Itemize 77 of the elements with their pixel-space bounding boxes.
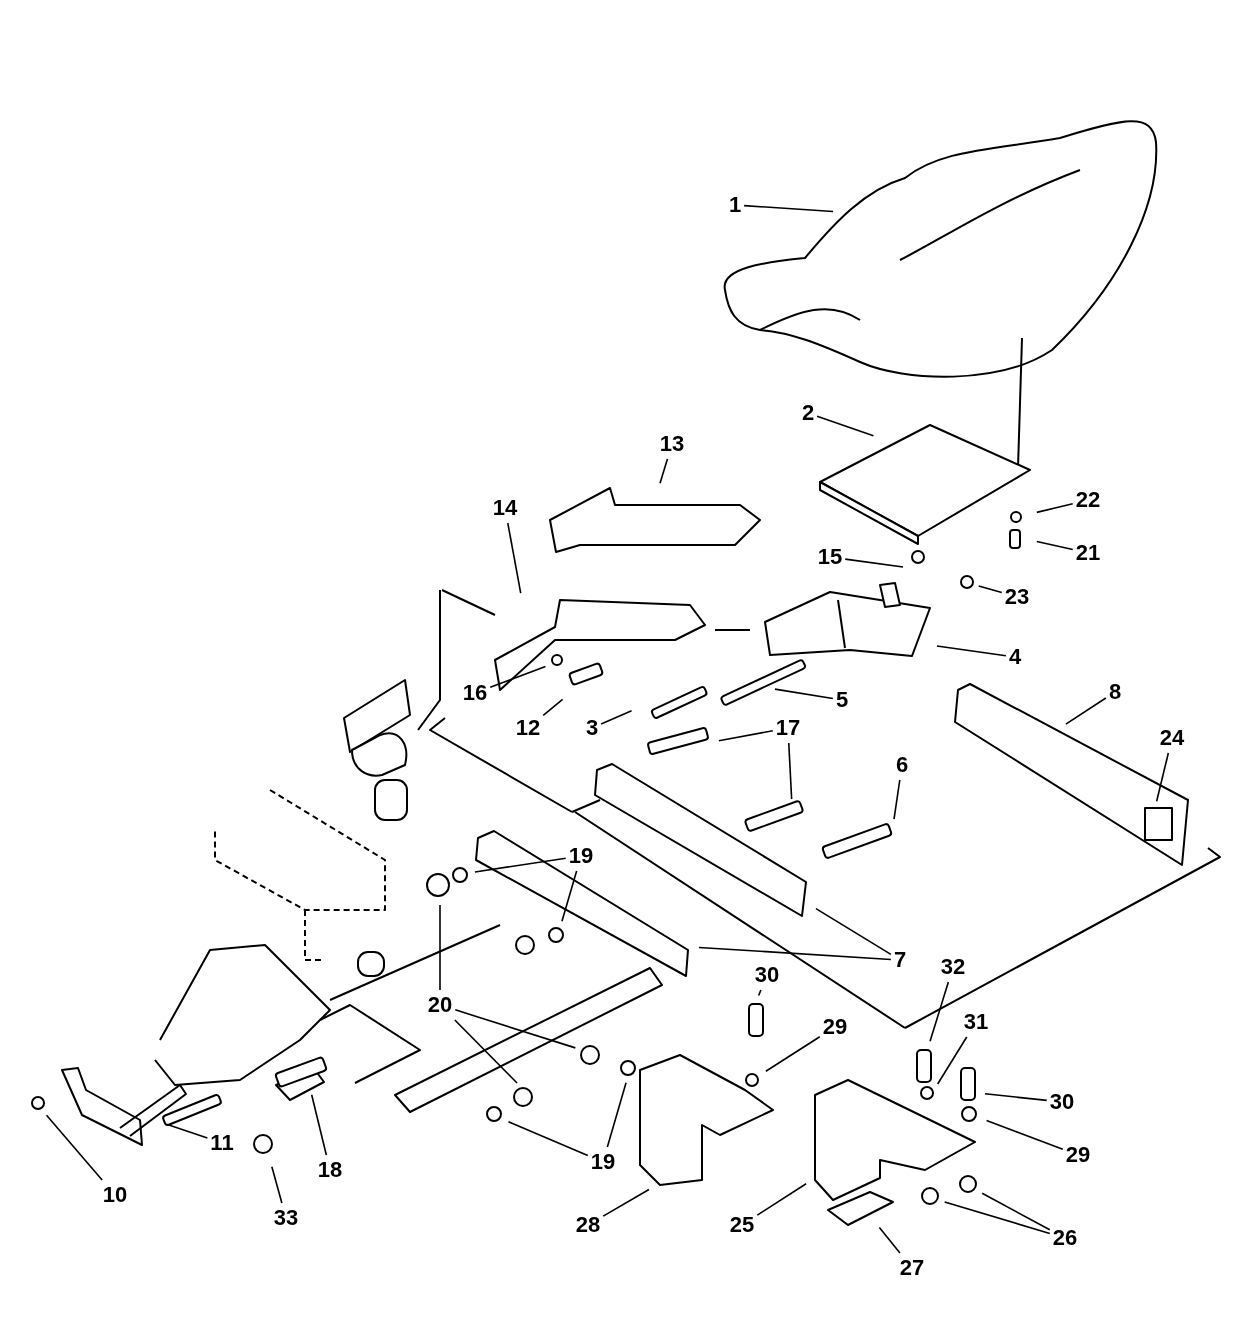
callout-number: 30: [1049, 1090, 1075, 1114]
callout-number: 13: [659, 432, 685, 456]
callout-number: 19: [590, 1150, 616, 1174]
callout-number: 20: [427, 993, 453, 1017]
callout-number: 18: [317, 1158, 343, 1182]
callout-number: 2: [801, 401, 815, 425]
callout-number: 29: [822, 1015, 848, 1039]
leader-line: [985, 1119, 1064, 1151]
leader-line: [271, 1165, 283, 1204]
callout-number: 32: [940, 955, 966, 979]
leader-line: [878, 1226, 901, 1254]
leader-line: [816, 415, 875, 437]
callout-number: 6: [895, 753, 909, 777]
leader-line: [542, 698, 564, 717]
leader-line: [981, 1192, 1051, 1231]
leader-line: [310, 1094, 328, 1156]
leader-line: [765, 1035, 821, 1073]
callout-number: 14: [492, 496, 518, 520]
callout-number: 11: [210, 1131, 234, 1155]
callout-number: 33: [273, 1206, 299, 1230]
leader-line: [439, 904, 441, 991]
leader-line: [561, 870, 578, 923]
callout-number: 23: [1004, 585, 1030, 609]
callout-number: 7: [893, 948, 907, 972]
callout-number: 29: [1065, 1143, 1091, 1167]
leader-line: [1036, 540, 1074, 551]
leader-line: [45, 1114, 103, 1181]
callout-number: 8: [1108, 680, 1122, 704]
callout-number: 16: [462, 681, 488, 705]
leader-line: [815, 907, 892, 956]
callout-number: 21: [1075, 541, 1101, 565]
callout-number: 30: [754, 963, 780, 987]
callout-number: 5: [835, 688, 849, 712]
callout-number: 19: [568, 844, 594, 868]
leader-line: [1155, 752, 1170, 802]
callout-number: 15: [817, 545, 843, 569]
leader-line: [943, 1201, 1051, 1235]
leader-line: [1036, 502, 1074, 514]
leader-line: [454, 1009, 577, 1049]
callout-number: 26: [1052, 1226, 1078, 1250]
leader-line: [984, 1092, 1048, 1102]
leader-line: [659, 458, 669, 485]
leader-line: [718, 730, 774, 742]
leader-line: [600, 710, 633, 725]
leader-line: [606, 1081, 627, 1148]
leader-line: [977, 585, 1003, 594]
leader-line: [756, 1183, 807, 1216]
leader-line: [1065, 697, 1107, 725]
leader-line: [743, 204, 834, 213]
leader-line: [787, 742, 793, 800]
leader-line: [757, 989, 762, 997]
leader-line: [844, 558, 904, 568]
callout-number: 1: [728, 193, 742, 217]
leader-line: [936, 1036, 968, 1085]
leader-line: [165, 1123, 209, 1139]
callout-number: 22: [1075, 488, 1101, 512]
callout-number: 31: [963, 1010, 989, 1034]
leader-line: [936, 645, 1007, 657]
leader-line: [506, 522, 522, 594]
callout-number: 4: [1008, 645, 1022, 669]
callout-number: 25: [729, 1213, 755, 1237]
callout-number: 12: [515, 716, 541, 740]
callout-number: 24: [1159, 726, 1185, 750]
callout-number: 10: [102, 1183, 128, 1207]
leader-line: [602, 1188, 650, 1217]
leader-line: [489, 665, 547, 689]
callout-number: 28: [575, 1213, 601, 1237]
leader-line: [507, 1120, 589, 1157]
leader-line: [774, 688, 834, 700]
callout-number: 27: [899, 1256, 925, 1280]
leader-line: [893, 779, 901, 820]
callout-number: 17: [775, 716, 801, 740]
leader-line: [474, 857, 567, 873]
leader-line: [929, 981, 950, 1043]
leader-line: [454, 1019, 518, 1084]
callout-number: 3: [585, 716, 599, 740]
leader-line: [698, 946, 892, 961]
